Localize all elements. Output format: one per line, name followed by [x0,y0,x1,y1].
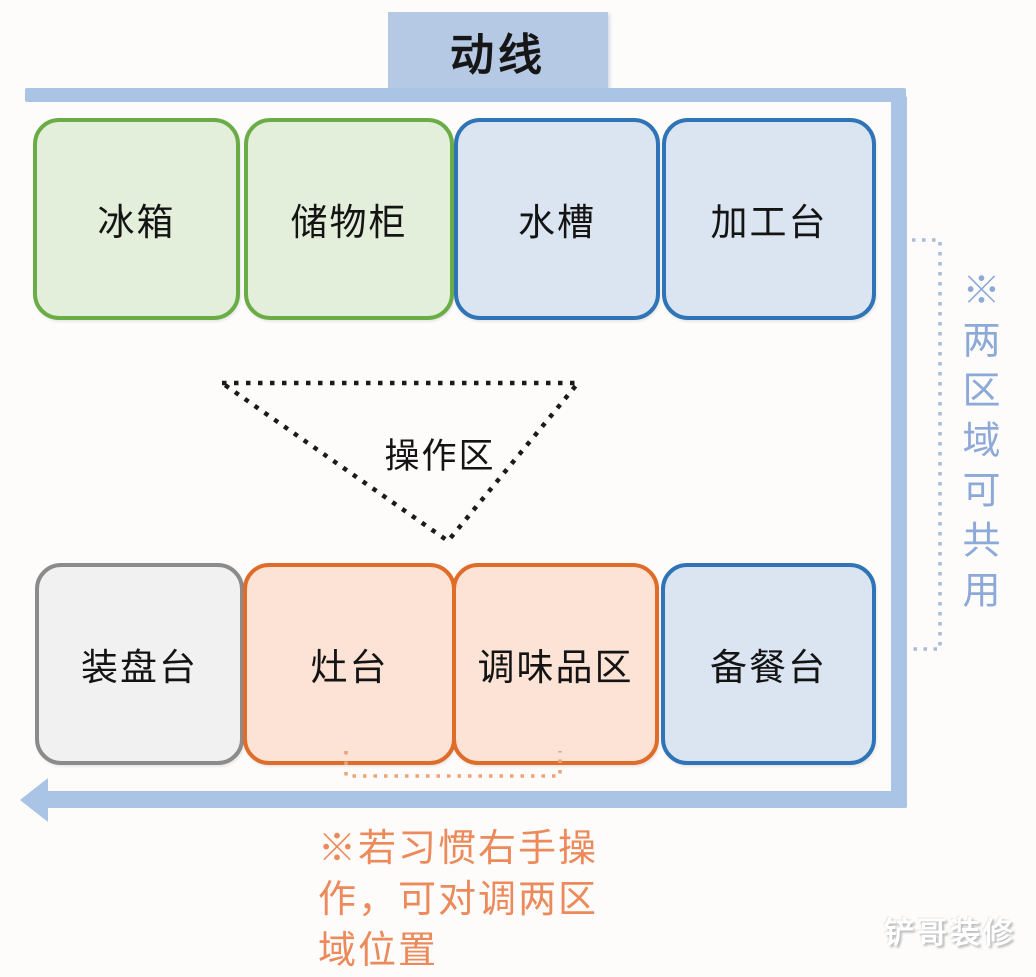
flow-line-right-bar [891,96,907,808]
shared-zones-note: ※两区域可共用 [956,270,998,620]
zone-plating-counter: 装盘台 [35,563,244,765]
zone-serving-counter: 备餐台 [661,563,876,765]
right-hand-note-line-1: ※若习惯右手操 [318,828,599,870]
zone-seasoning-area: 调味品区 [452,563,659,765]
arrowhead-left-icon [20,778,48,822]
zone-storage-cabinet: 储物柜 [244,118,454,320]
shared-zones-bracket [912,238,942,651]
flow-line-bottom-bar [44,791,907,808]
zone-sink: 水槽 [454,118,660,320]
zone-stove: 灶台 [243,563,456,765]
zone-prep-counter: 加工台 [662,118,876,320]
right-hand-note-line-2: 作，可对调两区 [318,879,599,921]
flow-line-top-bar [25,88,906,102]
watermark: 铲哥装修 [884,917,1016,950]
right-hand-note-line-3: 域位置 [318,930,439,972]
operation-zone-label: 操作区 [384,437,496,476]
right-hand-note: ※若习惯右手操 作，可对调两区 域位置 [318,824,598,977]
zone-fridge: 冰箱 [33,118,240,320]
flow-title-box: 动线 [388,12,608,89]
